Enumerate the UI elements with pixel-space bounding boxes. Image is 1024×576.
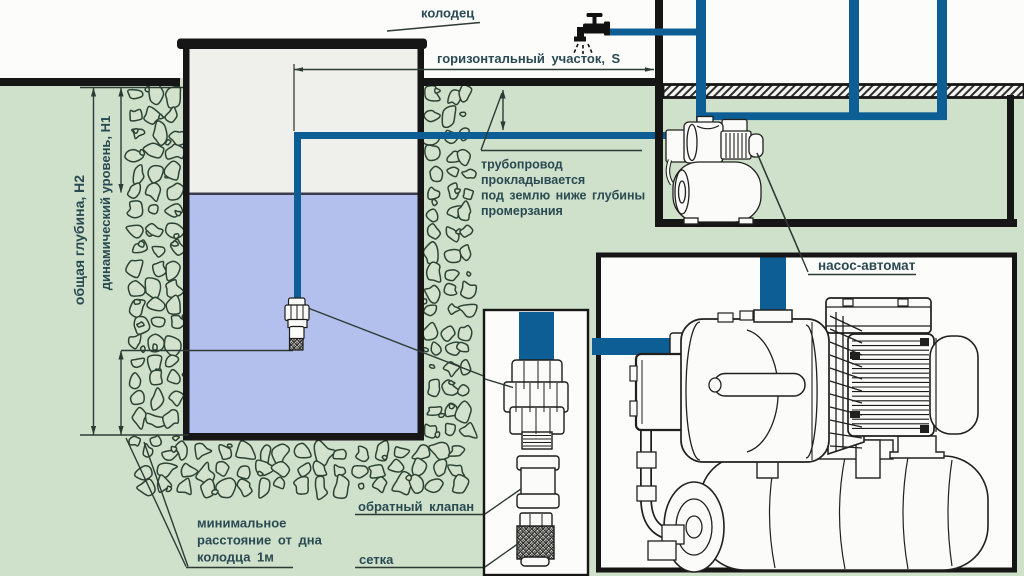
- svg-text:трубопровод: трубопровод: [481, 158, 563, 172]
- svg-text:прокладывается: прокладывается: [481, 173, 585, 187]
- svg-text:колодца 1м: колодца 1м: [197, 550, 274, 565]
- svg-text:минимальное: минимальное: [197, 516, 286, 531]
- svg-text:общая глубина, Н2: общая глубина, Н2: [71, 175, 87, 305]
- svg-text:динамический уровень, Н1: динамический уровень, Н1: [98, 116, 113, 291]
- svg-text:под землю ниже глубины: под землю ниже глубины: [481, 189, 645, 203]
- svg-text:насос-автомат: насос-автомат: [818, 258, 916, 273]
- svg-text:сетка: сетка: [359, 552, 394, 567]
- svg-text:горизонтальный участок, S: горизонтальный участок, S: [437, 51, 621, 66]
- svg-text:колодец: колодец: [421, 6, 474, 21]
- svg-text:промерзания: промерзания: [481, 204, 563, 218]
- svg-text:расстояние от дна: расстояние от дна: [197, 533, 323, 548]
- svg-text:обратный клапан: обратный клапан: [358, 499, 474, 514]
